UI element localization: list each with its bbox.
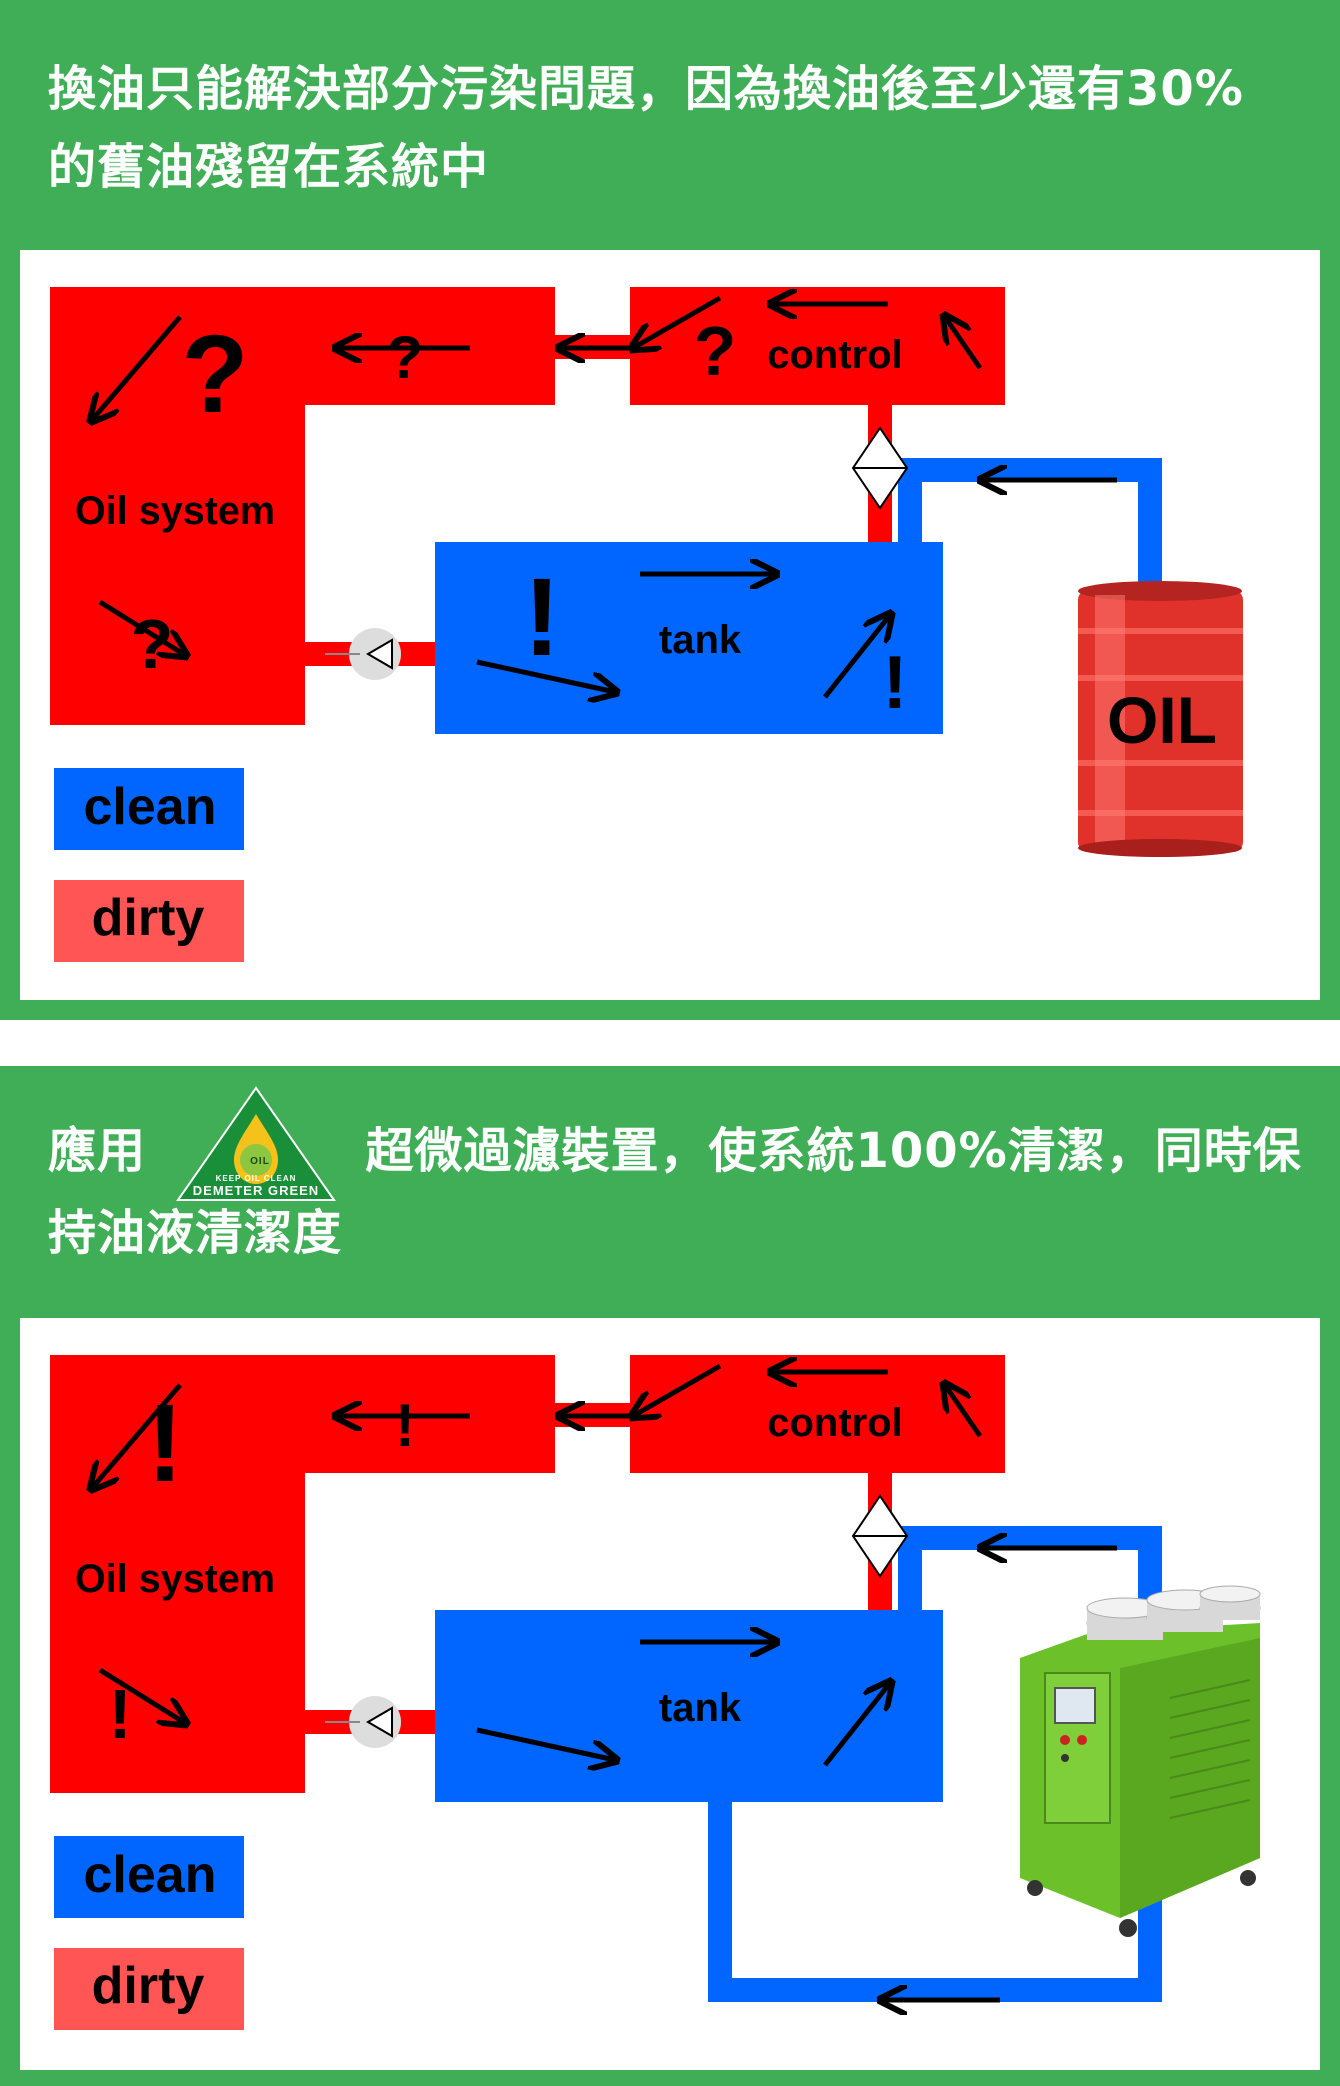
arrow-tank-2: [476, 659, 615, 692]
top-panel: 換油只能解決部分污染問題，因為換油後至少還有30% 的舊油殘留在系統中: [0, 0, 1340, 1020]
bottom-diagram-card: ! ! ! Oil system control tank: [20, 1318, 1320, 2070]
mark-exclaim-2: !: [108, 1675, 131, 1753]
legend-clean-label: clean: [84, 1846, 217, 1904]
drum-label: OIL: [1107, 683, 1217, 757]
arrow-os-1: [92, 315, 182, 420]
bottom-heading-part-b: 超微過濾裝置，使系統100%清潔，同時保: [365, 1123, 1302, 1179]
arrow-tank-3: [823, 1683, 890, 1767]
top-heading: 換油只能解決部分污染問題，因為換油後至少還有30% 的舊油殘留在系統中: [48, 50, 1244, 206]
oil-system-label: Oil system: [75, 489, 275, 533]
mark-exclaim-1: !: [147, 1382, 184, 1505]
legend-dirty-swatch: [54, 1948, 244, 2030]
tank-label: tank: [659, 618, 742, 662]
bottom-panel: 應用 OIL KEEP OIL CLEAN DEMETER GREEN 超微過濾…: [0, 1066, 1340, 2086]
check-valve-icon: [851, 1494, 909, 1578]
mark-exclaim-1: !: [524, 556, 561, 679]
blue-pipe-bottom: [708, 1798, 1162, 2002]
logo-drop-text: OIL: [250, 1156, 270, 1167]
top-heading-line1: 換油只能解決部分污染問題，因為換油後至少還有30%: [48, 61, 1244, 117]
arrow-tank-3: [823, 615, 890, 699]
legend-dirty-label: dirty: [92, 889, 205, 947]
mark-question-3: ?: [387, 324, 424, 391]
filtration-machine-icon: [1020, 1585, 1261, 1937]
pump-icon: [325, 1696, 401, 1748]
arrow-ctrl-3: [945, 317, 983, 370]
legend-dirty-swatch: [54, 880, 244, 962]
bottom-heading-line2: 持油液清潔度: [48, 1205, 343, 1261]
arrow-os-2: [98, 599, 185, 655]
bottom-heading-part-a: 應用: [48, 1123, 147, 1179]
legend-dirty-label: dirty: [92, 1957, 205, 2015]
bottom-heading: 應用 OIL KEEP OIL CLEAN DEMETER GREEN 超微過濾…: [48, 1086, 1302, 1272]
arrow-ctrl-1: [633, 295, 722, 348]
demeter-green-logo-icon: OIL KEEP OIL CLEAN DEMETER GREEN: [172, 1084, 340, 1204]
logo-big-text: DEMETER GREEN: [193, 1183, 319, 1198]
legend-clean-label: clean: [84, 778, 217, 836]
blue-pipe-top: [898, 1526, 1162, 1648]
logo-small-text: KEEP OIL CLEAN: [215, 1174, 296, 1183]
control-label: control: [767, 333, 903, 377]
arrow-os-1: [92, 1383, 182, 1488]
bottom-diagram: ! ! ! Oil system control tank: [50, 1355, 1261, 2030]
check-valve-icon: [851, 426, 909, 510]
oil-system-block: [50, 1355, 555, 1793]
arrow-os-2: [98, 1667, 185, 1723]
pump-icon: [325, 628, 401, 680]
legend-clean-swatch: [54, 1836, 244, 1918]
mark-question-2: ?: [131, 605, 174, 683]
mark-exclaim-2: !: [883, 640, 908, 724]
oil-system-block: [50, 287, 555, 725]
tank-label: tank: [659, 1686, 742, 1730]
blue-pipe-drum: [898, 458, 1162, 600]
arrow-ctrl-1: [633, 1363, 722, 1416]
mark-question-4: ?: [694, 312, 737, 390]
control-label: control: [767, 1401, 903, 1445]
oil-system-label: Oil system: [75, 1557, 275, 1601]
top-heading-line2: 的舊油殘留在系統中: [48, 139, 490, 195]
top-diagram: ? ? ? ? ! ! Oil system control tank OIL: [50, 287, 1243, 962]
top-diagram-card: ? ? ? ? ! ! Oil system control tank OIL: [20, 250, 1320, 1000]
oil-drum-icon: [1078, 581, 1243, 857]
legend-clean-swatch: [54, 768, 244, 850]
arrow-ctrl-3: [945, 1385, 983, 1438]
mark-question-1: ?: [181, 313, 248, 436]
bottom-heading-line1: 應用 OIL KEEP OIL CLEAN DEMETER GREEN 超微過濾…: [48, 1086, 1302, 1201]
mark-exclaim-3: !: [395, 1392, 415, 1459]
arrow-tank-2: [476, 1727, 615, 1760]
